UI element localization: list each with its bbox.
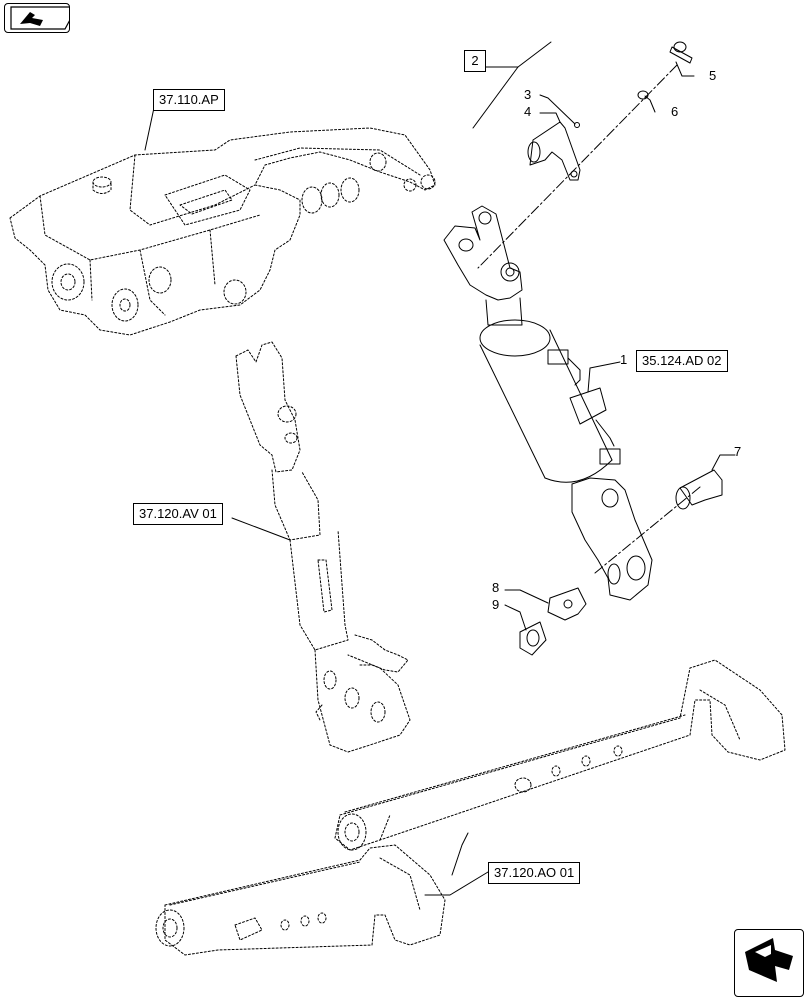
kit-label-box: 2 (464, 50, 486, 72)
lower-links-drawing (155, 659, 786, 956)
callout-8: 8 (492, 580, 500, 595)
rear-axle-housing-drawing (9, 127, 436, 336)
callout-5: 5 (709, 68, 717, 83)
next-page-button[interactable] (734, 929, 804, 997)
reference-box-lower-links[interactable]: 37.120.AO 01 (488, 862, 581, 884)
hydraulic-cylinder-drawing (443, 205, 653, 601)
reference-box-cylinder[interactable]: 35.124.AD 02 (636, 350, 728, 372)
reference-box-top-link[interactable]: 37.120.AV 01 (133, 503, 223, 525)
callout-6: 6 (671, 104, 679, 119)
callout-7: 7 (734, 444, 742, 459)
center-lines (477, 64, 701, 574)
reference-box-housing[interactable]: 37.110.AP (153, 89, 225, 111)
previous-page-arrow-icon (10, 6, 69, 30)
callout-4: 4 (524, 104, 532, 119)
previous-page-button[interactable] (4, 3, 70, 33)
next-page-arrow-icon (745, 938, 793, 982)
pin-and-fastener-drawings (519, 41, 723, 656)
leader-lines (144, 41, 736, 896)
callout-9: 9 (492, 597, 500, 612)
callout-3: 3 (524, 87, 532, 102)
top-link-drawing (235, 341, 411, 753)
callout-1: 1 (620, 352, 628, 367)
